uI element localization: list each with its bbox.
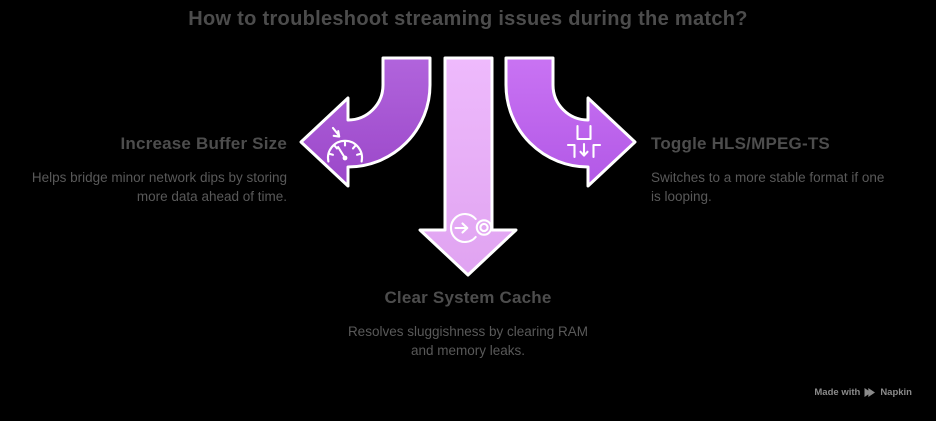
made-with-napkin-credit[interactable]: Made with Napkin bbox=[814, 387, 912, 398]
insert-slot-icon bbox=[566, 124, 602, 159]
branch-toggle-hls-mpeg-ts: Toggle HLS/MPEG-TS Switches to a more st… bbox=[651, 134, 896, 206]
branch-heading: Clear System Cache bbox=[384, 288, 552, 307]
branch-description: Resolves sluggishness by clearing RAM an… bbox=[347, 324, 589, 358]
napkin-logo-icon bbox=[864, 388, 876, 397]
branch-description: Helps bridge minor network dips by stori… bbox=[31, 170, 287, 204]
branch-heading: Toggle HLS/MPEG-TS bbox=[651, 134, 830, 153]
branch-heading: Increase Buffer Size bbox=[120, 134, 287, 153]
branch-description: Switches to a more stable format if one … bbox=[651, 170, 885, 204]
right-curved-arrow bbox=[504, 56, 637, 188]
left-curved-arrow bbox=[299, 56, 432, 188]
branch-increase-buffer-size: Increase Buffer Size Helps bridge minor … bbox=[27, 134, 287, 206]
gauge-icon bbox=[326, 126, 364, 163]
arrow-into-disc-icon bbox=[449, 212, 493, 244]
branch-clear-system-cache: Clear System Cache Resolves sluggishness… bbox=[343, 288, 593, 360]
brand-label: Napkin bbox=[880, 387, 912, 398]
made-with-label: Made with bbox=[814, 387, 861, 398]
page-title: How to troubleshoot streaming issues dur… bbox=[188, 8, 748, 30]
down-arrow bbox=[418, 56, 518, 277]
